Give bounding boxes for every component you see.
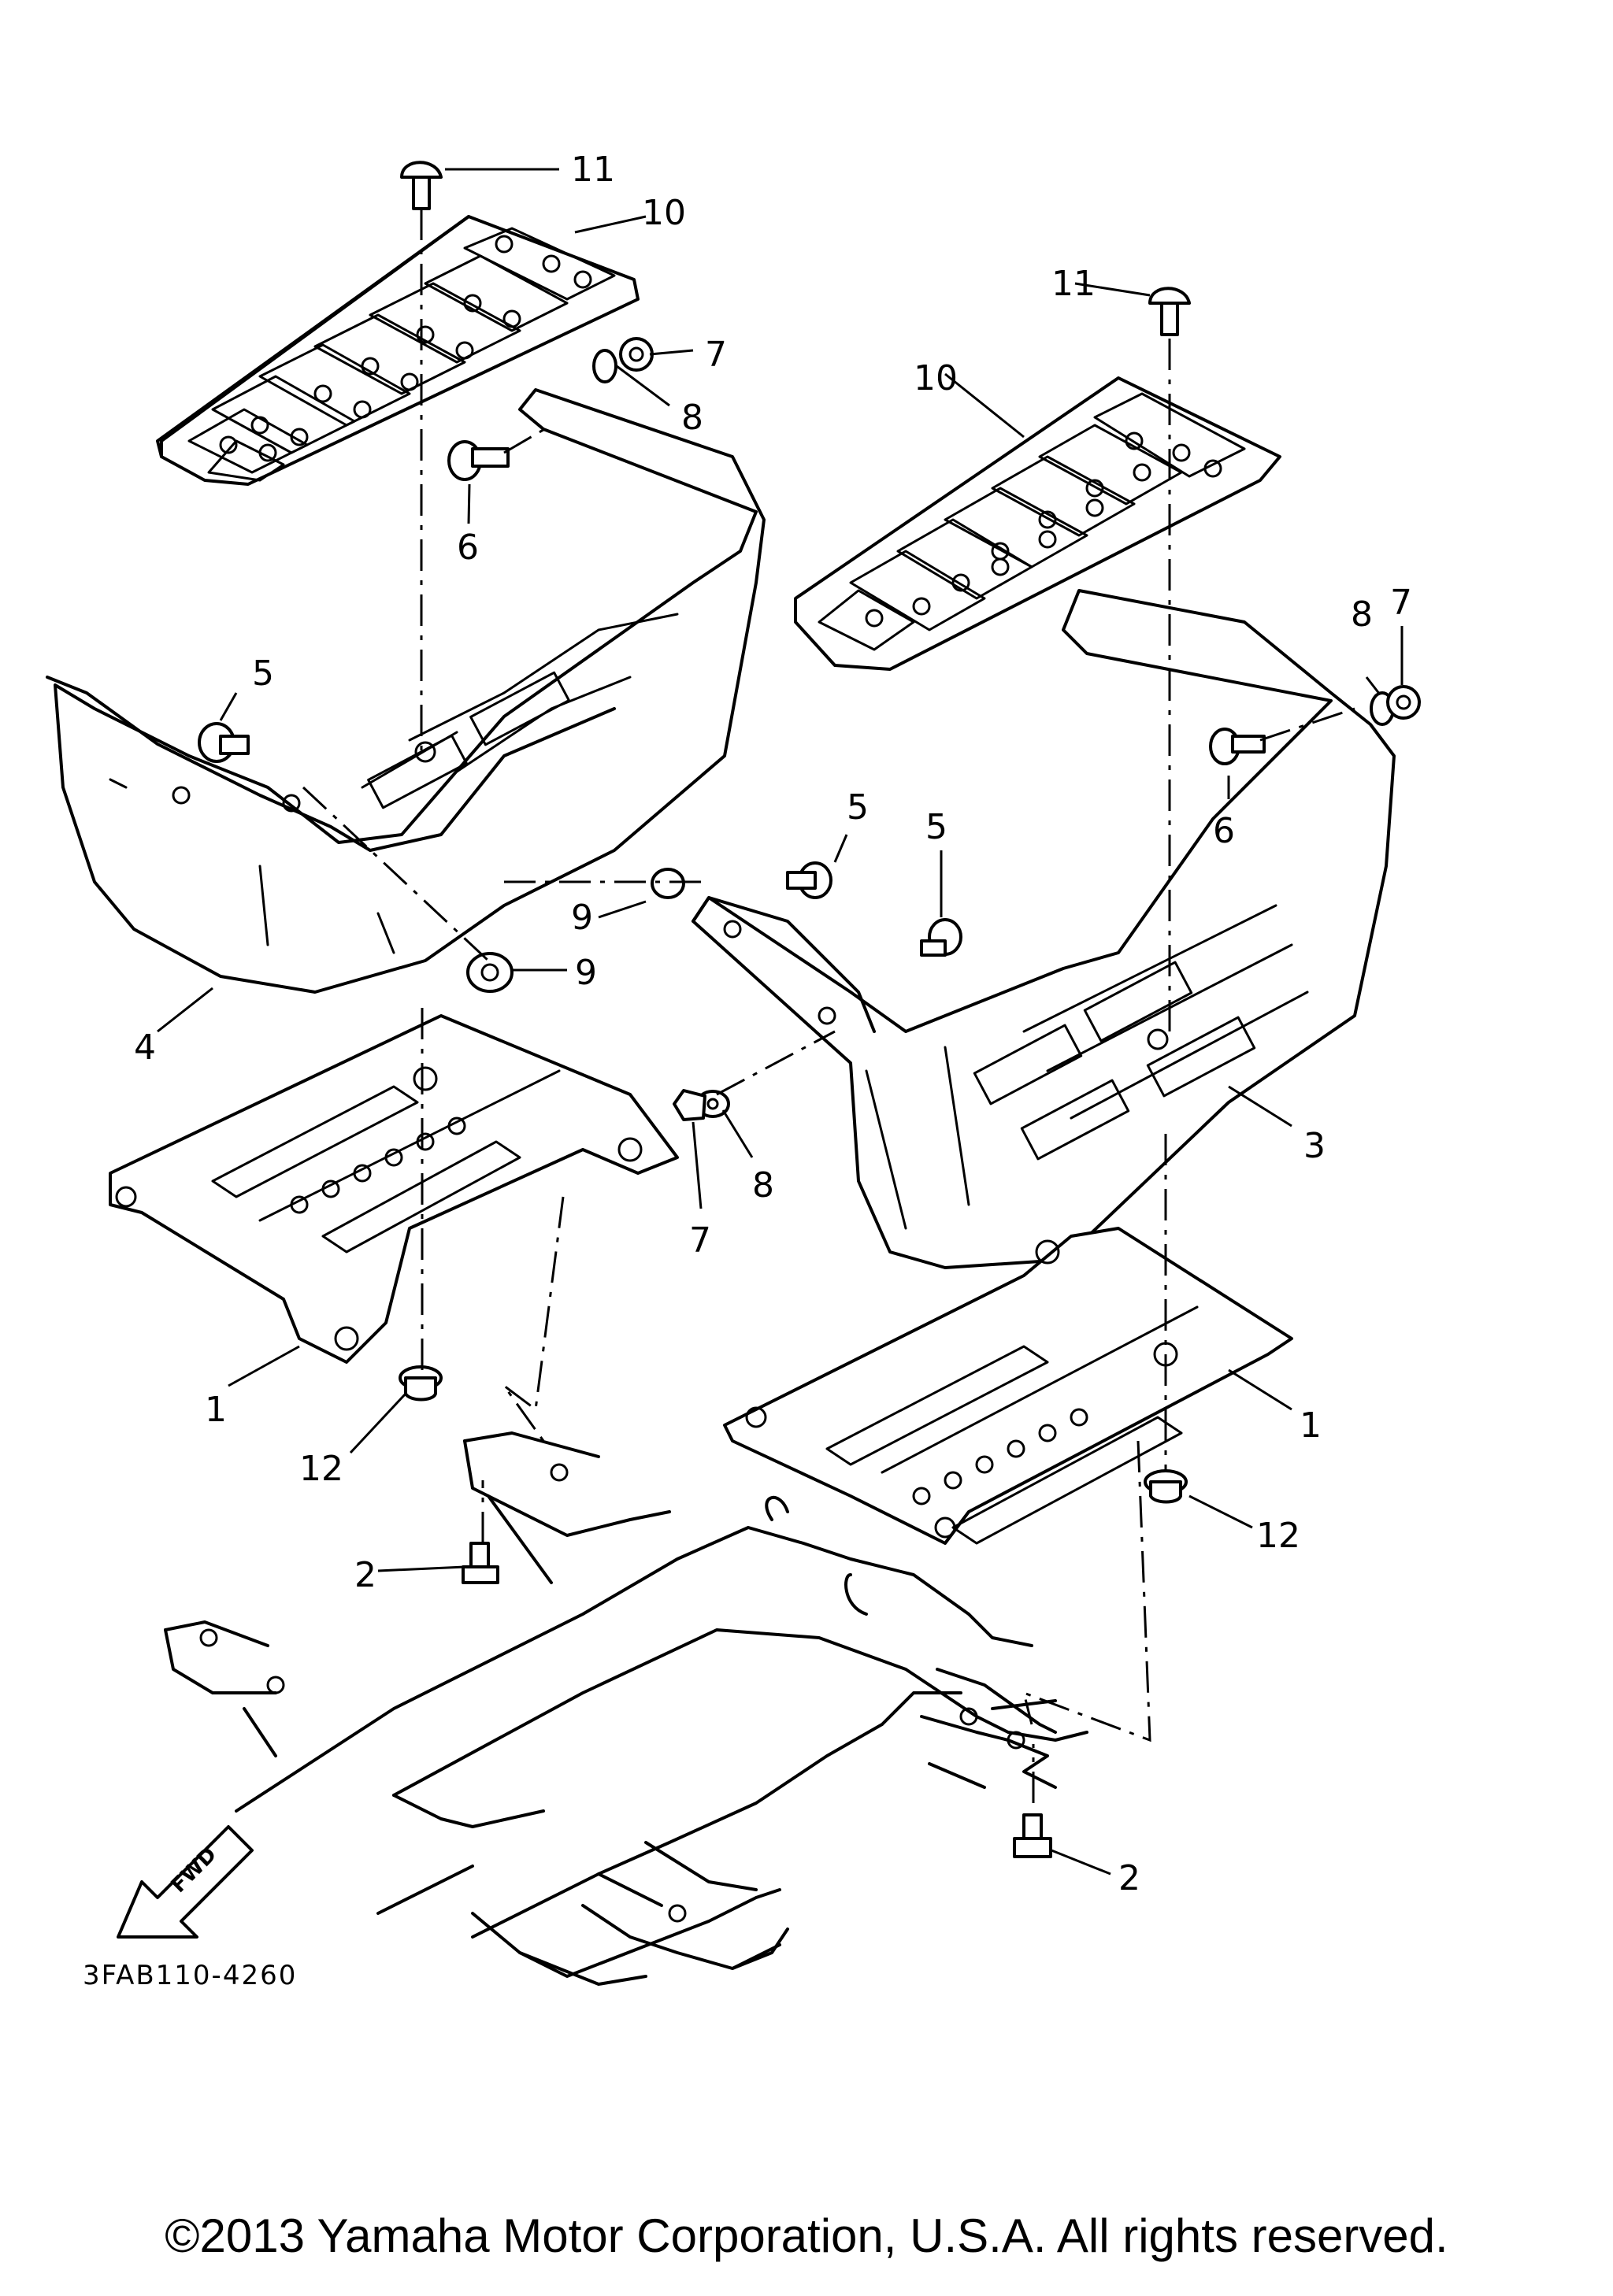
right-footrest-guard [692,589,1396,1269]
left-bolt-6 [447,440,510,481]
right-nut-7 [1386,685,1421,720]
callout-9-mid: 9 [571,898,593,938]
left-washer-8 [592,349,617,383]
callout-9-left: 9 [575,953,597,993]
mid-collar-9 [651,868,685,899]
callout-1-left: 1 [205,1390,227,1430]
mid-nut-7 [673,1089,706,1121]
callout-6-left: 6 [457,528,479,568]
callout-2-right: 2 [1118,1858,1140,1898]
mid-bolt-5-a [786,861,832,899]
callout-10-left: 10 [642,193,686,233]
frame [164,1431,1088,1986]
right-bolt-6 [1209,728,1266,765]
callout-5-mid-b: 5 [925,807,947,847]
left-grommet-12 [399,1365,443,1402]
right-footrest-board [794,376,1281,671]
callout-3: 3 [1303,1126,1326,1166]
callout-5-mid-a: 5 [847,787,869,828]
leader-lines [157,168,1403,1876]
fwd-arrow-icon: FWD [117,1825,254,1939]
callout-7-top-right: 7 [1390,583,1412,623]
callout-5-left: 5 [252,654,274,694]
right-grommet-12 [1144,1469,1188,1504]
callout-11-left: 11 [571,150,615,190]
callout-7-mid: 7 [689,1220,711,1261]
callouts: 11 10 7 8 6 5 4 9 1 12 2 11 10 8 7 6 5 5… [134,150,1412,1898]
callout-2-left: 2 [354,1555,376,1595]
copyright-notice: ©2013 Yamaha Motor Corporation, U.S.A. A… [165,2209,1448,2262]
left-bolt-5 [198,722,250,763]
callout-6-right: 6 [1213,811,1235,851]
left-nut-7 [619,337,654,372]
left-bolt-2 [462,1542,499,1584]
callout-4: 4 [134,1028,156,1068]
callout-11-right: 11 [1051,264,1096,304]
left-collar-9 [466,952,514,993]
callout-8-top-right: 8 [1351,594,1373,635]
right-bolt-2 [1013,1813,1052,1858]
right-footrest-bracket [723,1227,1293,1545]
alignment-lines [302,209,1355,1803]
left-footrest-bracket [109,1014,679,1364]
callout-10-right: 10 [914,358,958,398]
mid-bolt-5-b [920,918,962,957]
callout-12-left: 12 [299,1449,343,1489]
callout-8-mid: 8 [752,1165,774,1205]
left-footrest-board [156,215,640,486]
callout-12-right: 12 [1256,1516,1300,1556]
left-footrest-guard [46,388,766,994]
callout-8-top-left: 8 [681,398,703,438]
callout-1-right: 1 [1300,1405,1322,1446]
drawing-code: 3FAB110-4260 [83,1960,297,1991]
right-screw-11 [1148,287,1191,336]
left-screw-11 [400,161,443,210]
callout-7-top-left: 7 [705,335,727,375]
